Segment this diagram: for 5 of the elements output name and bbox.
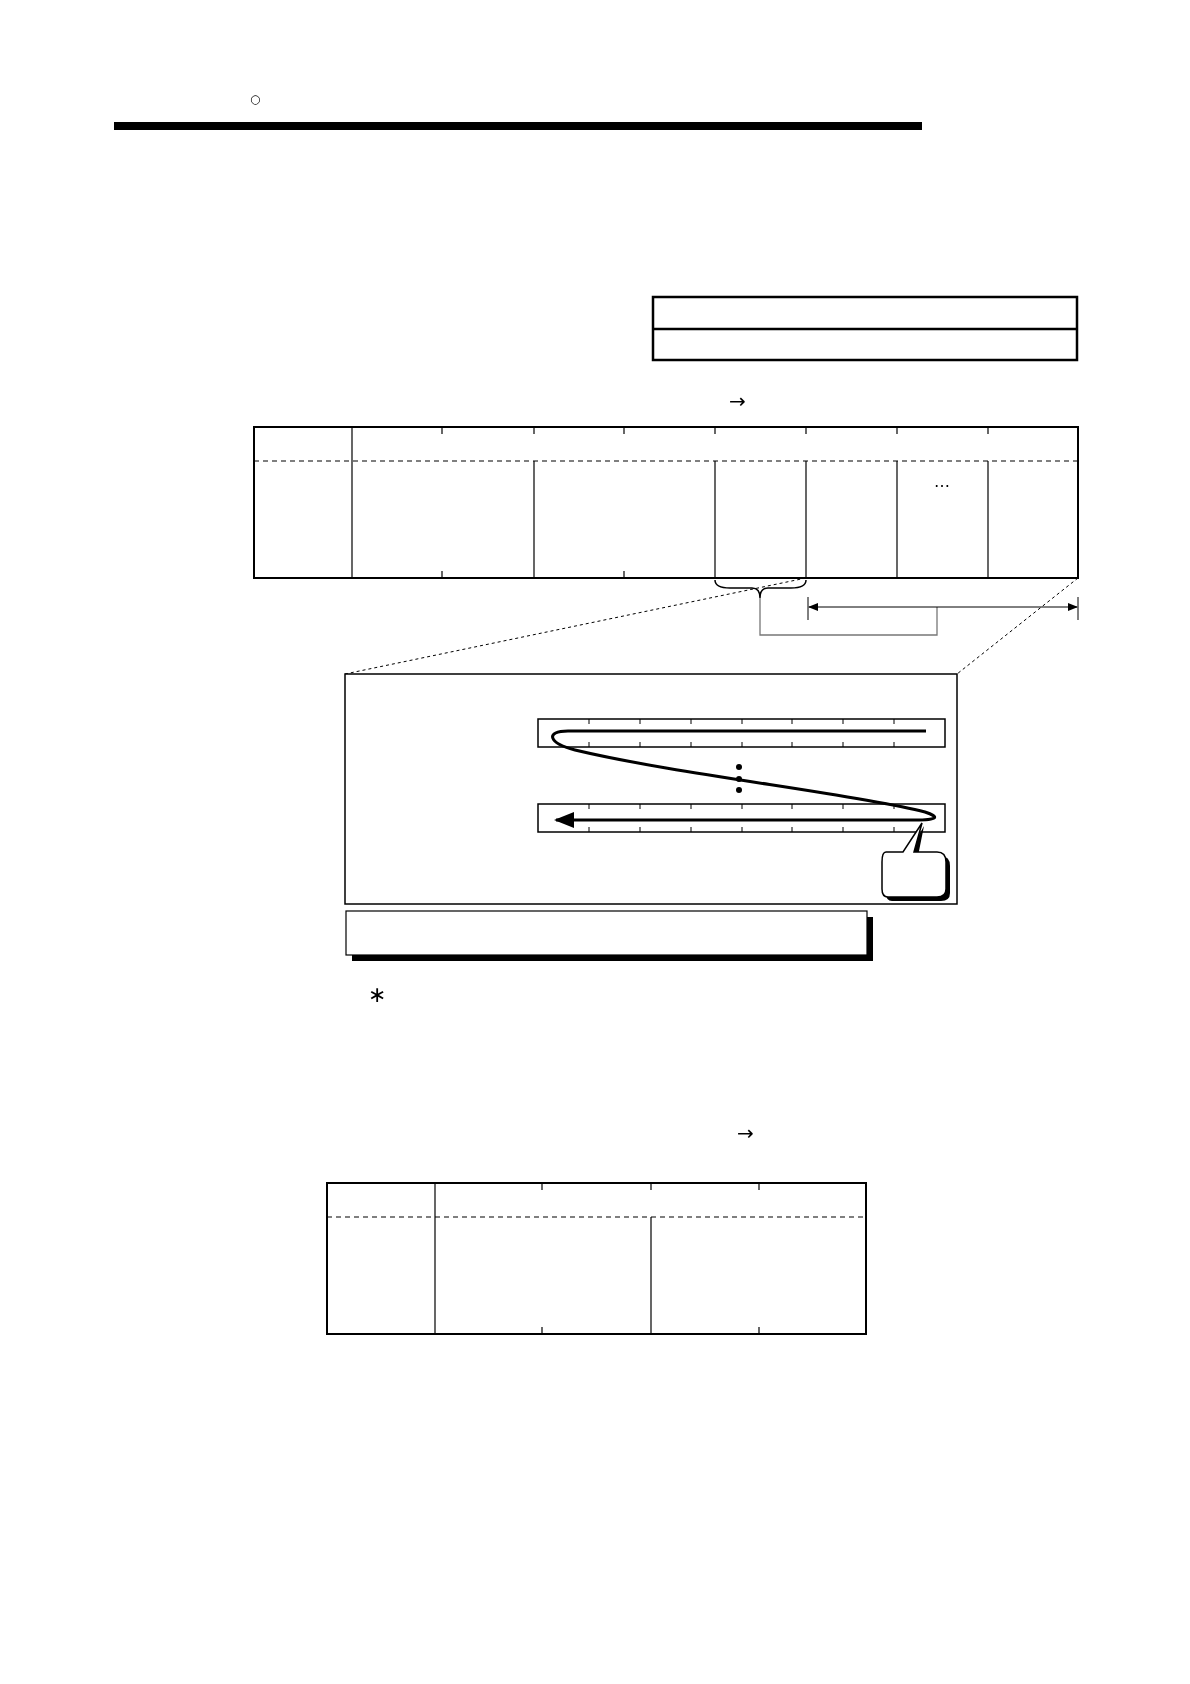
- symbol-label: →: [737, 1123, 754, 1143]
- symbol-label: ○: [250, 93, 261, 105]
- symbol-label: ∗: [368, 984, 387, 1006]
- symbol-label: …: [934, 474, 950, 490]
- symbol-label: →: [729, 391, 746, 411]
